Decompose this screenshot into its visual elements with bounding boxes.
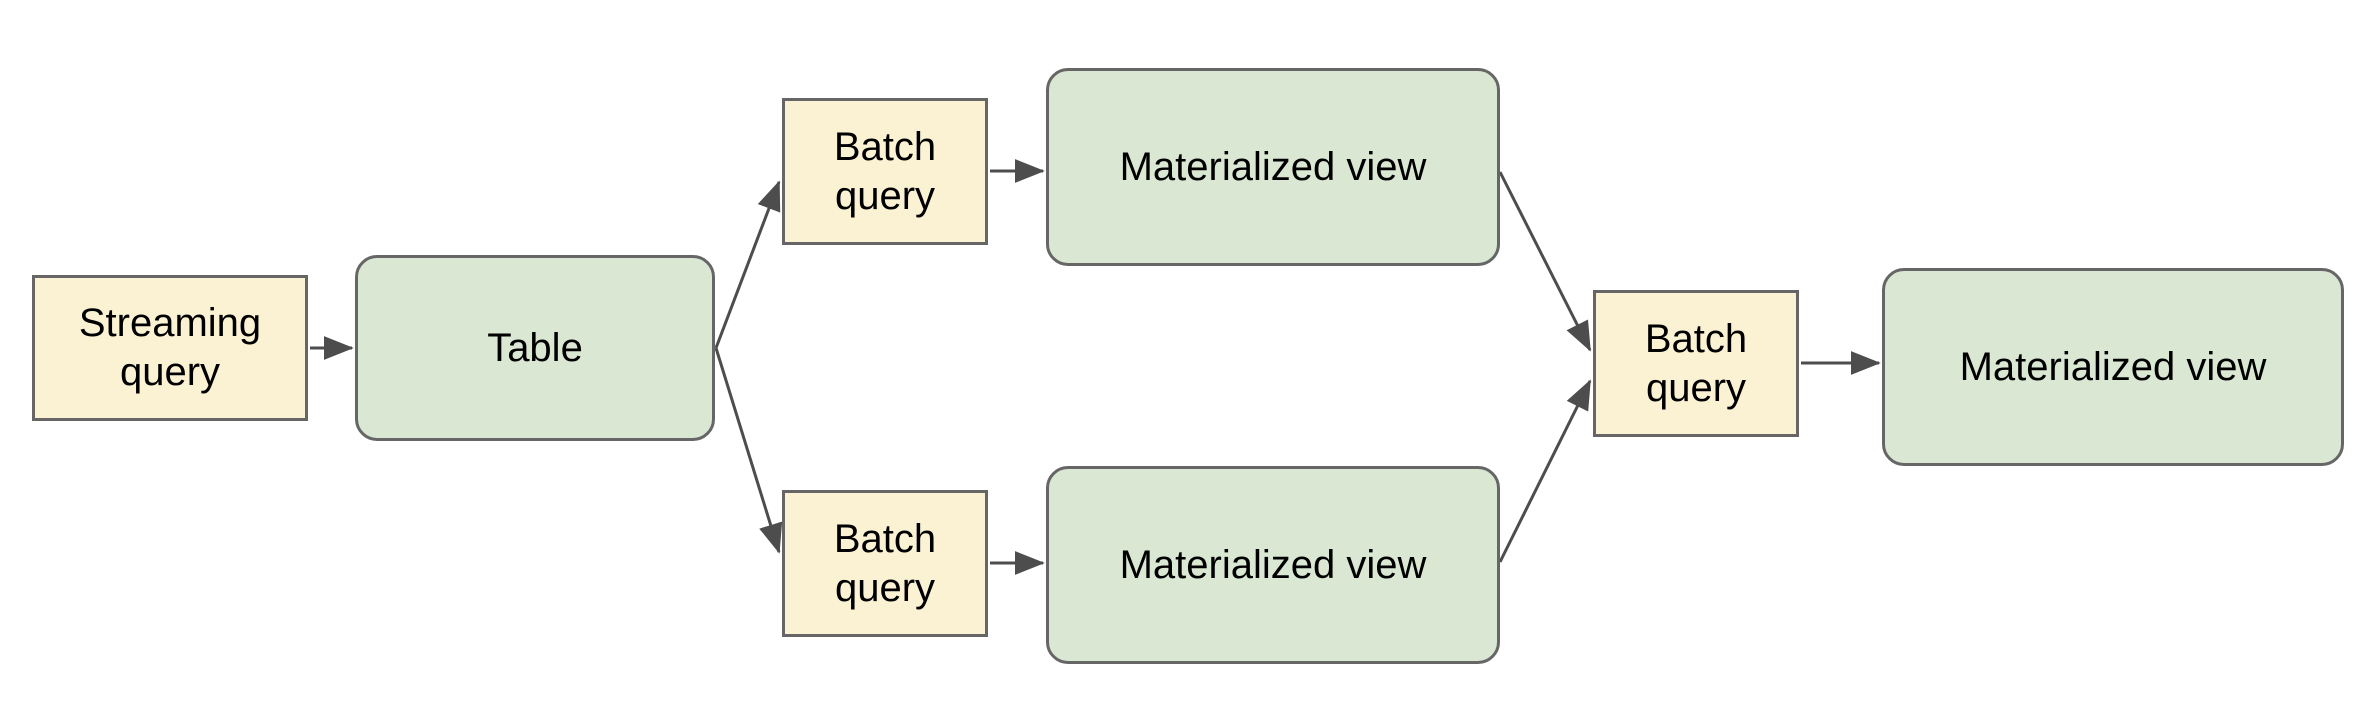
node-materialized-view-top-label: Materialized view (1119, 144, 1427, 189)
edge-mv-bottom-to-batch-query-mid (1498, 379, 1592, 563)
edge-table-to-batch-query-bottom (714, 347, 783, 554)
node-materialized-view-bottom-label: Materialized view (1119, 542, 1427, 587)
node-materialized-view-top[interactable]: Materialized view (1046, 68, 1500, 266)
node-batch-query-middle-label: Batch query (1644, 316, 1748, 410)
node-streaming-query[interactable]: Streaming query (32, 275, 308, 421)
node-table-label: Table (487, 325, 583, 370)
node-materialized-view-final-label: Materialized view (1959, 344, 2267, 389)
node-batch-query-bottom[interactable]: Batch query (782, 490, 988, 637)
node-batch-query-middle[interactable]: Batch query (1593, 290, 1799, 437)
edge-mv-top-to-batch-query-mid (1498, 171, 1592, 352)
node-materialized-view-final[interactable]: Materialized view (1882, 268, 2344, 466)
edge-table-to-batch-query-top (714, 180, 781, 349)
node-batch-query-top-label: Batch query (833, 124, 937, 218)
node-materialized-view-bottom[interactable]: Materialized view (1046, 466, 1500, 664)
node-table[interactable]: Table (355, 255, 715, 441)
node-batch-query-top[interactable]: Batch query (782, 98, 988, 245)
node-batch-query-bottom-label: Batch query (833, 516, 937, 610)
node-streaming-query-label: Streaming query (78, 301, 262, 394)
